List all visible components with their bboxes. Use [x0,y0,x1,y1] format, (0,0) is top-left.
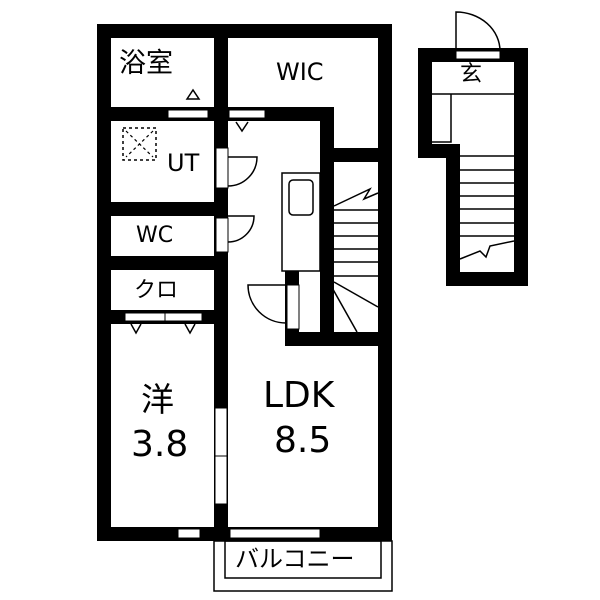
room-label-balcony: バルコニー [235,545,355,573]
room-label-bath: 浴室 [119,48,173,79]
washer-space [122,127,157,161]
room-label-wic: WIC [276,58,324,86]
stairs [323,187,379,333]
room-size-ldk: 8.5 [274,420,332,461]
sink [288,179,314,216]
kitchen-counter [281,172,321,272]
openings [124,109,321,539]
room-label-wc: WC [136,223,174,248]
room-label-ldk: LDK [263,375,335,416]
room-label-ut: UT [167,149,200,177]
room-label-western: 洋 [141,380,174,419]
room-label-entrance: 玄 [460,62,483,87]
door-swings [130,88,287,335]
room-size-western: 3.8 [131,424,189,465]
room-label-closet: クロ [134,278,179,303]
